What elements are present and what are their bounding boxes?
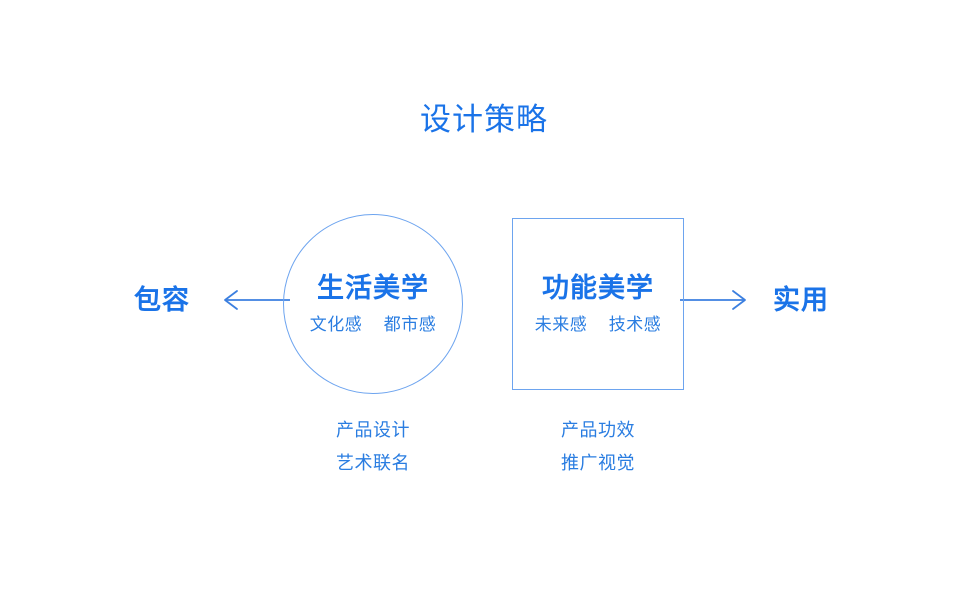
- node-content: 功能美学 未来感 技术感: [513, 219, 683, 389]
- node-function-aesthetics[interactable]: 功能美学 未来感 技术感: [512, 218, 684, 390]
- axis-label-left: 包容: [134, 285, 190, 315]
- arrow-right-icon: [680, 290, 746, 310]
- axis-label-right: 实用: [773, 285, 829, 315]
- node-heading: 功能美学: [542, 273, 654, 303]
- node-subtitle-left: 文化感: [309, 315, 363, 334]
- caption-life-aesthetics: 产品设计 艺术联名: [293, 414, 453, 480]
- node-subtitle-right: 都市感: [383, 315, 437, 334]
- node-subtitle-right: 技术感: [608, 315, 662, 334]
- arrow-left-icon: [224, 290, 290, 310]
- node-content: 生活美学 文化感 都市感: [284, 215, 462, 393]
- page-title: 设计策略: [420, 102, 548, 137]
- caption-line: 产品功效: [561, 420, 635, 440]
- caption-line: 推广视觉: [561, 453, 635, 473]
- caption-line: 艺术联名: [336, 453, 410, 473]
- node-subtitle-left: 未来感: [534, 315, 588, 334]
- node-subtitle: 未来感 技术感: [535, 313, 661, 337]
- caption-line: 产品设计: [336, 420, 410, 440]
- node-life-aesthetics[interactable]: 生活美学 文化感 都市感: [283, 214, 463, 394]
- node-subtitle: 文化感 都市感: [310, 313, 436, 337]
- node-heading: 生活美学: [317, 273, 429, 303]
- caption-function-aesthetics: 产品功效 推广视觉: [518, 414, 678, 480]
